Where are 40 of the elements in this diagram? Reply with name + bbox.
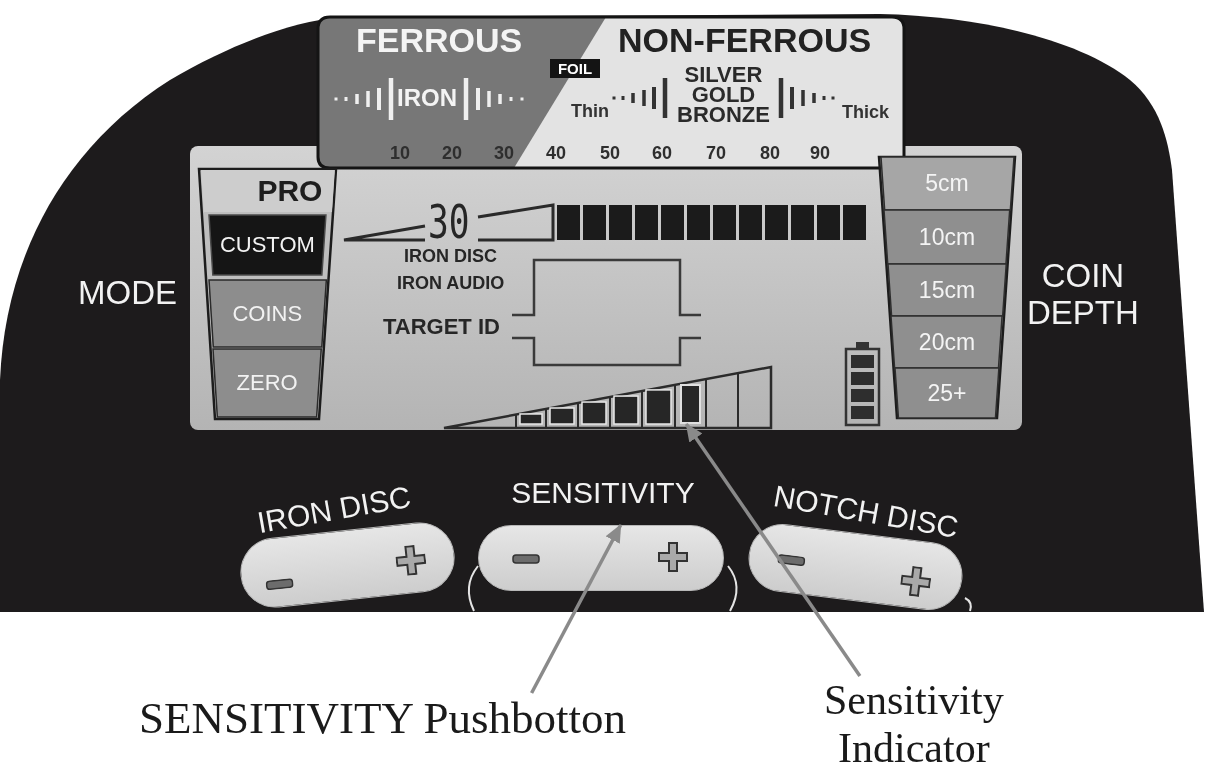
scale-number: 70	[706, 144, 726, 162]
button-label: NOTCH DISC	[771, 481, 961, 543]
scale-heading: FERROUS	[356, 23, 523, 57]
indicator-segment	[680, 384, 701, 424]
display-label: TARGET ID	[383, 316, 500, 338]
callout-text: SENSITIVITY Pushbotton	[139, 693, 627, 743]
callout-text: Sensitivity Indicator	[824, 676, 1004, 772]
button-label: SENSITIVITY	[511, 478, 695, 508]
depth-segment: 10cm	[884, 210, 1010, 264]
depth-segment: 15cm	[887, 264, 1007, 316]
button-label: IRON DISC	[255, 481, 413, 539]
scale-number: 80	[760, 144, 780, 162]
display-label: IRON DISC	[404, 247, 497, 265]
panel-label: COIN DEPTH	[1027, 257, 1139, 331]
depth-segment: 5cm	[880, 157, 1014, 210]
scale-heading: NON-FERROUS	[618, 23, 872, 57]
scale-number: 60	[652, 144, 672, 162]
scale-label: Thin	[571, 102, 609, 120]
scale-number: 30	[494, 144, 514, 162]
leader-arrow	[530, 524, 623, 694]
mode-segment: COINS	[208, 280, 326, 347]
scale-label: IRON	[397, 86, 457, 110]
mode-segment: PRO	[200, 170, 335, 212]
digit-readout: 30	[428, 199, 470, 245]
display-label: IRON AUDIO	[397, 274, 505, 292]
scale-number: 90	[810, 144, 830, 162]
scale-number: 20	[442, 144, 462, 162]
scale-label: Thick	[842, 103, 889, 121]
leader-arrow	[684, 423, 862, 677]
scale-number: 10	[390, 144, 410, 162]
scale-label: SILVER GOLD BRONZE	[677, 65, 770, 125]
panel-label: MODE	[78, 276, 177, 309]
mode-segment: ZERO	[213, 349, 322, 417]
depth-segment: 25+	[895, 368, 999, 418]
mode-segment: CUSTOM	[208, 215, 326, 275]
scale-number: 40	[546, 144, 566, 162]
scale-number: 50	[600, 144, 620, 162]
depth-segment: 20cm	[891, 316, 1003, 368]
foil-segment: FOIL	[550, 59, 600, 78]
depth-panel	[878, 156, 1017, 419]
